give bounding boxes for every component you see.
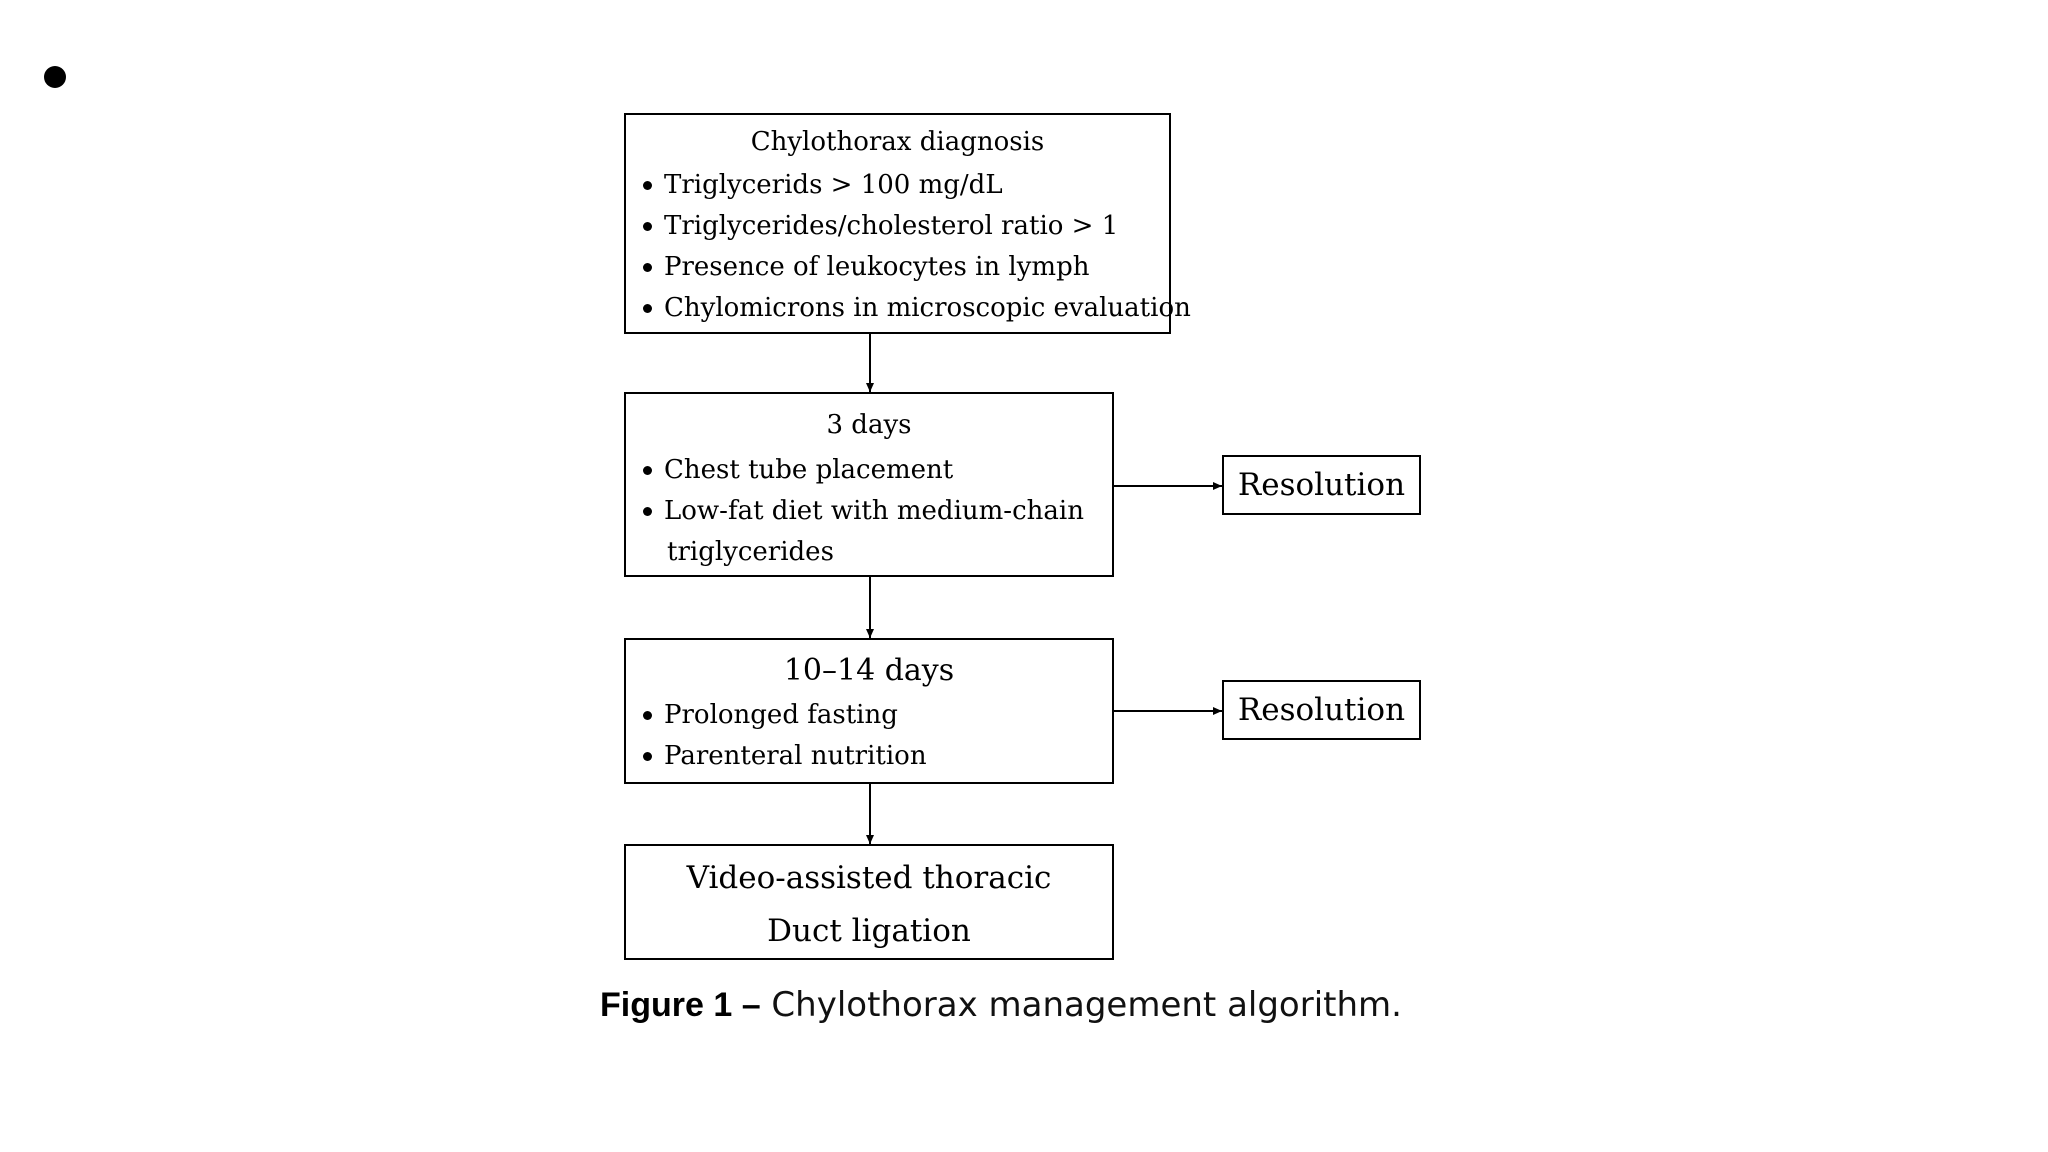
resolution-box: Resolution xyxy=(1222,455,1421,515)
resolution-label: Resolution xyxy=(1237,691,1406,728)
diagnosis-title: Chylothorax diagnosis xyxy=(750,127,1045,157)
treatment-item: Prolonged fasting xyxy=(640,695,1102,736)
slide-bullet xyxy=(44,66,66,88)
bullet-icon xyxy=(643,222,652,231)
stage-10-14-days-box: 10–14 days Prolonged fasting Parenteral … xyxy=(624,638,1114,784)
treatment-text: Chest tube placement xyxy=(664,455,954,485)
surgery-line-1: Video-assisted thoracic xyxy=(686,860,1052,896)
surgery-line-2: Duct ligation xyxy=(767,913,971,949)
bullet-icon xyxy=(643,752,652,761)
bullet-icon xyxy=(643,507,652,516)
criterion-text: Triglycerides/cholesterol ratio > 1 xyxy=(664,211,1119,241)
treatment-text: Parenteral nutrition xyxy=(664,741,927,771)
criterion-item: Chylomicrons in microscopic evaluation xyxy=(640,288,1191,329)
treatment-text: Prolonged fasting xyxy=(664,700,898,730)
diagnosis-criteria-list: Triglycerids > 100 mg/dL Triglycerides/c… xyxy=(640,165,1191,329)
criterion-text: Chylomicrons in microscopic evaluation xyxy=(664,293,1191,323)
stage-3-days-box: 3 days Chest tube placement Low-fat diet… xyxy=(624,392,1114,577)
bullet-icon xyxy=(643,181,652,190)
bullet-icon xyxy=(643,263,652,272)
stage-3-days-list: Chest tube placement Low-fat diet with m… xyxy=(640,450,1102,573)
caption-label: Figure 1 – xyxy=(600,986,761,1024)
stage-10-14-days-title: 10–14 days xyxy=(783,653,955,688)
bullet-icon xyxy=(643,304,652,313)
criterion-text: Triglycerids > 100 mg/dL xyxy=(664,170,1003,200)
surgery-box: Video-assisted thoracic Duct ligation xyxy=(624,844,1114,960)
criterion-item: Triglycerides/cholesterol ratio > 1 xyxy=(640,206,1159,247)
resolution-box: Resolution xyxy=(1222,680,1421,740)
bullet-icon xyxy=(643,711,652,720)
treatment-text-continuation: triglycerides xyxy=(667,537,834,567)
resolution-label: Resolution xyxy=(1237,466,1406,503)
treatment-item: Parenteral nutrition xyxy=(640,736,1102,777)
figure-caption: Figure 1 – Chylothorax management algori… xyxy=(600,988,1402,1022)
treatment-item: Low-fat diet with medium-chain triglycer… xyxy=(640,491,1102,573)
diagnosis-box: Chylothorax diagnosis Triglycerids > 100… xyxy=(624,113,1191,334)
criterion-item: Presence of leukocytes in lymph xyxy=(640,247,1159,288)
stage-3-days-title: 3 days xyxy=(826,410,912,440)
caption-text: Chylothorax management algorithm. xyxy=(771,985,1402,1025)
criterion-text: Presence of leukocytes in lymph xyxy=(664,252,1090,282)
stage-10-14-days-list: Prolonged fasting Parenteral nutrition xyxy=(640,695,1102,777)
criterion-item: Triglycerids > 100 mg/dL xyxy=(640,165,1159,206)
bullet-icon xyxy=(643,466,652,475)
treatment-item: Chest tube placement xyxy=(640,450,1102,491)
treatment-text: Low-fat diet with medium-chain xyxy=(664,496,1084,526)
